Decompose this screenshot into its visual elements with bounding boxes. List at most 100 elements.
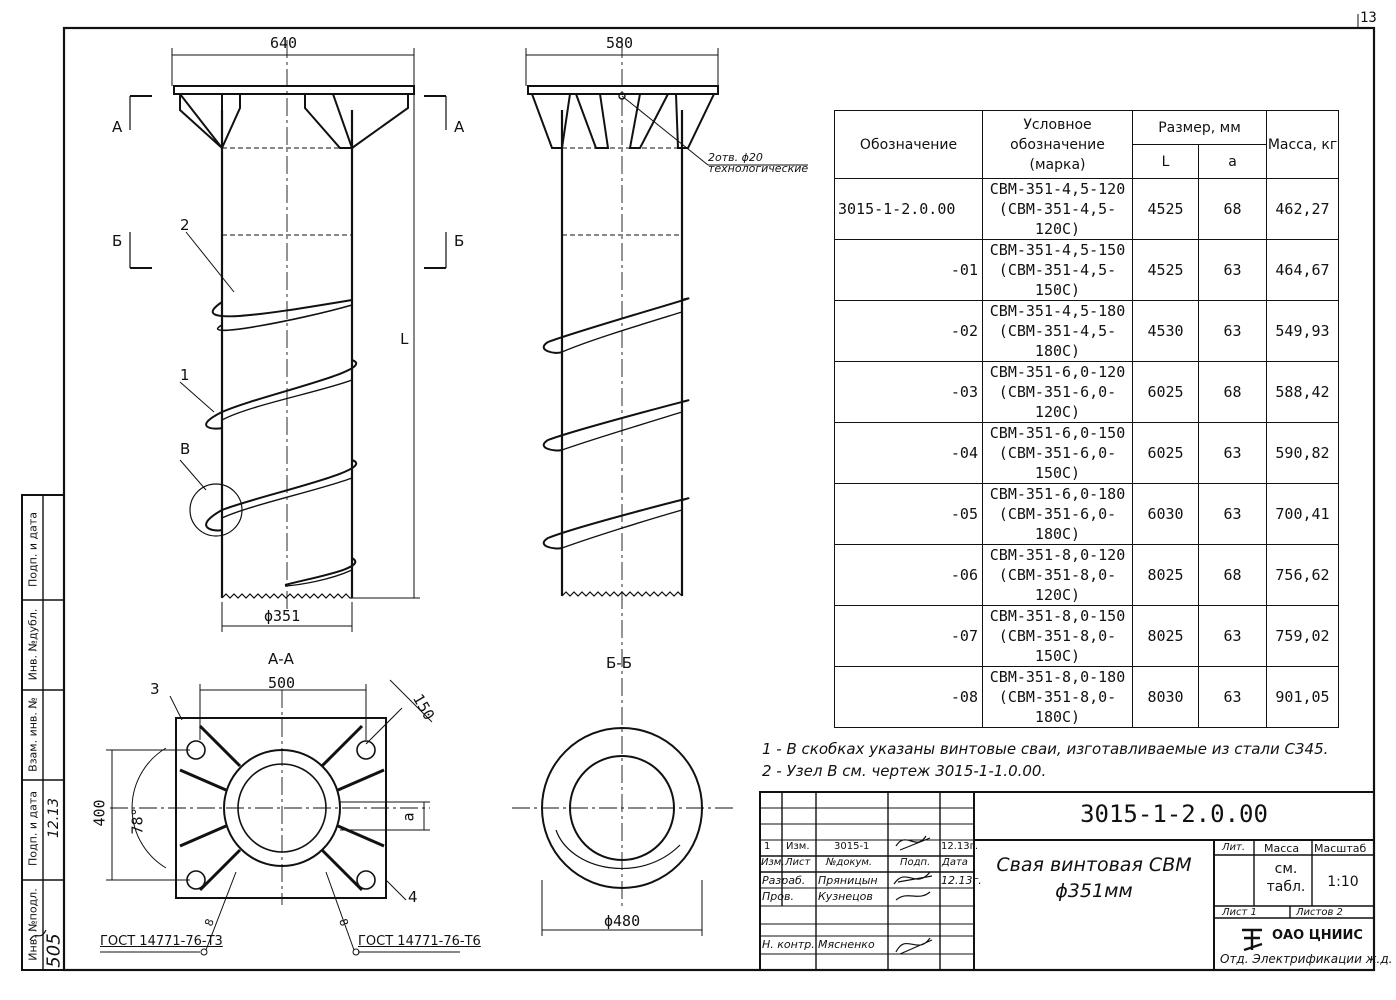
person-role: Пров. xyxy=(762,890,794,903)
dim-640: 640 xyxy=(270,34,298,52)
cell-mark: СВМ-351-6,0-180 xyxy=(989,485,1126,503)
rev-doc: 3015-1 xyxy=(834,841,870,852)
cell-mark: СВМ-351-8,0-150 xyxy=(989,607,1126,625)
doc-title: Свая винтовая СВМ ϕ351мм xyxy=(976,852,1212,904)
side-stamp-podp-data-top-label: Подп. и дата xyxy=(26,512,40,587)
dim-angle-78: 78° xyxy=(128,807,147,835)
cell-mark: СВМ-351-4,5-180 xyxy=(989,302,1126,320)
cut-a-left-label: A xyxy=(112,118,123,136)
side-stamp-inv-podl-value: 505 xyxy=(43,933,65,968)
head-date: Дата xyxy=(942,857,968,868)
side-stamp-grid xyxy=(21,494,65,971)
side-stamp-inv-podl-label: Инв. №подл. xyxy=(26,888,40,961)
side-stamp-inv-podl: Инв. №подл. xyxy=(22,880,43,970)
cell-conditional: СВМ-351-8,0-150 (СВМ-351-8,0-150С) xyxy=(982,605,1133,667)
side-stamp-inv-dubl-label: Инв. №дубл. xyxy=(26,608,40,681)
header-mass: Масса, кг xyxy=(1266,110,1339,179)
doc-code: 3015-1-2.0.00 xyxy=(1080,800,1268,828)
dim-580: 580 xyxy=(606,34,634,52)
cell-conditional: СВМ-351-4,5-120 (СВМ-351-4,5-120С) xyxy=(982,178,1133,240)
side-stamp-podp-data-top: Подп. и дата xyxy=(22,505,43,600)
cell-mass: 588,42 xyxy=(1266,361,1339,423)
cell-mark-c345: (СВМ-351-8,0-120С) xyxy=(998,566,1117,604)
cell-size-a: 63 xyxy=(1198,666,1267,728)
rev-list: Изм. xyxy=(786,841,810,852)
specification-table: Обозначение Условное обозначение (марка)… xyxy=(834,110,1339,728)
head-izm: Изм. xyxy=(761,857,785,868)
cell-size-l: 4525 xyxy=(1132,178,1199,240)
cell-size-l: 6025 xyxy=(1132,361,1199,423)
person-name: Мясненко xyxy=(818,938,875,951)
scale-label: Масштаб xyxy=(1314,842,1367,855)
cell-mark-c345: (СВМ-351-8,0-150С) xyxy=(998,627,1117,665)
side-stamp-vzam: Взам. инв. № xyxy=(22,690,43,780)
dim-a: a xyxy=(399,812,418,822)
cell-designation: 3015-1-2.0.00 xyxy=(834,178,983,240)
head-doc: №докум. xyxy=(826,857,873,868)
side-stamp-podp-data-label: Подп. и дата xyxy=(26,791,40,866)
cut-a-right-label: A xyxy=(454,118,465,136)
person-name: Пряницын xyxy=(818,874,878,887)
cell-mark-lines: СВМ-351-8,0-120(СВМ-351-8,0-120С) xyxy=(983,545,1132,605)
table-row: 3015-1-2.0.00 СВМ-351-4,5-120 (СВМ-351-4,5… xyxy=(834,178,1339,240)
cell-conditional: СВМ-351-6,0-150 (СВМ-351-6,0-150С) xyxy=(982,422,1133,484)
cell-mark-c345: (СВМ-351-6,0-120С) xyxy=(998,383,1117,421)
cell-mark-c345: (СВМ-351-6,0-150С) xyxy=(998,444,1117,482)
cell-mark-lines: СВМ-351-6,0-120(СВМ-351-6,0-120С) xyxy=(983,362,1132,422)
dim-400: 400 xyxy=(90,799,109,827)
org-name: ОАО ЦНИИС xyxy=(1272,928,1363,943)
note-2: 2 - Узел В см. чертеж 3015-1-1.0.00. xyxy=(762,762,1047,780)
cell-mark-lines: СВМ-351-8,0-180(СВМ-351-8,0-180С) xyxy=(983,667,1132,727)
cell-mark-c345: (СВМ-351-4,5-150С) xyxy=(998,261,1117,299)
cell-designation: -05 xyxy=(834,483,983,545)
cell-mark-lines: СВМ-351-6,0-180(СВМ-351-6,0-180С) xyxy=(983,484,1132,544)
cell-mass: 901,05 xyxy=(1266,666,1339,728)
section-bb xyxy=(512,727,734,936)
cell-mark-lines: СВМ-351-4,5-180 (СВМ-351-4,5-180С) xyxy=(983,301,1132,361)
cell-size-l: 8030 xyxy=(1132,666,1199,728)
cell-mass: 759,02 xyxy=(1266,605,1339,667)
cell-mark: СВМ-351-4,5-120 xyxy=(989,180,1126,198)
cell-designation: -02 xyxy=(834,300,983,362)
cell-designation: -06 xyxy=(834,544,983,606)
mass-value-2: табл. xyxy=(1266,879,1306,895)
node-v-label: В xyxy=(180,440,191,458)
cell-size-l: 6030 xyxy=(1132,483,1199,545)
dim-phi351: ϕ351 xyxy=(264,607,301,625)
cell-designation: -08 xyxy=(834,666,983,728)
holes-note: 2отв. ϕ20 технологические xyxy=(708,152,808,174)
person-role: Разраб. xyxy=(762,874,806,887)
person-name: Кузнецов xyxy=(818,890,873,903)
cell-size-l: 8025 xyxy=(1132,544,1199,606)
weld-standard-right: ГОСТ 14771-76-Т6 xyxy=(358,934,481,949)
side-stamp-inv-podl-value-cell: 505 xyxy=(43,880,65,970)
cell-size-a: 63 xyxy=(1198,605,1267,667)
cell-mark-c345: (СВМ-351-4,5-180С) xyxy=(998,322,1117,360)
cell-mass: 700,41 xyxy=(1266,483,1339,545)
cell-designation: -01 xyxy=(834,239,983,301)
mass-value: см. табл. xyxy=(1262,860,1310,896)
pile-elevation-left xyxy=(129,40,447,632)
cell-conditional: СВМ-351-6,0-120(СВМ-351-6,0-120С) xyxy=(982,361,1133,423)
dim-phi480: ϕ480 xyxy=(604,912,641,930)
header-size: Размер, мм xyxy=(1132,110,1267,145)
lit-label: Лит. xyxy=(1222,842,1246,853)
side-stamp-podp-data-value: 12.13 xyxy=(46,797,62,839)
head-list: Лист xyxy=(785,857,811,868)
position-2-label: 2 xyxy=(180,216,190,234)
cell-mass: 462,27 xyxy=(1266,178,1339,240)
cell-mark-lines: СВМ-351-4,5-150(СВМ-351-4,5-150С) xyxy=(983,240,1132,300)
cell-mark: СВМ-351-6,0-150 xyxy=(989,424,1126,442)
cell-conditional: СВМ-351-6,0-180(СВМ-351-6,0-180С) xyxy=(982,483,1133,545)
cell-mark-lines: СВМ-351-6,0-150 (СВМ-351-6,0-150С) xyxy=(983,423,1132,483)
side-stamp-podp-data-value-cell: 12.13 xyxy=(43,780,64,880)
position-1-label: 1 xyxy=(180,366,190,384)
cell-designation: -03 xyxy=(834,361,983,423)
cell-mark-c345: (СВМ-351-4,5-120С) xyxy=(998,200,1117,238)
